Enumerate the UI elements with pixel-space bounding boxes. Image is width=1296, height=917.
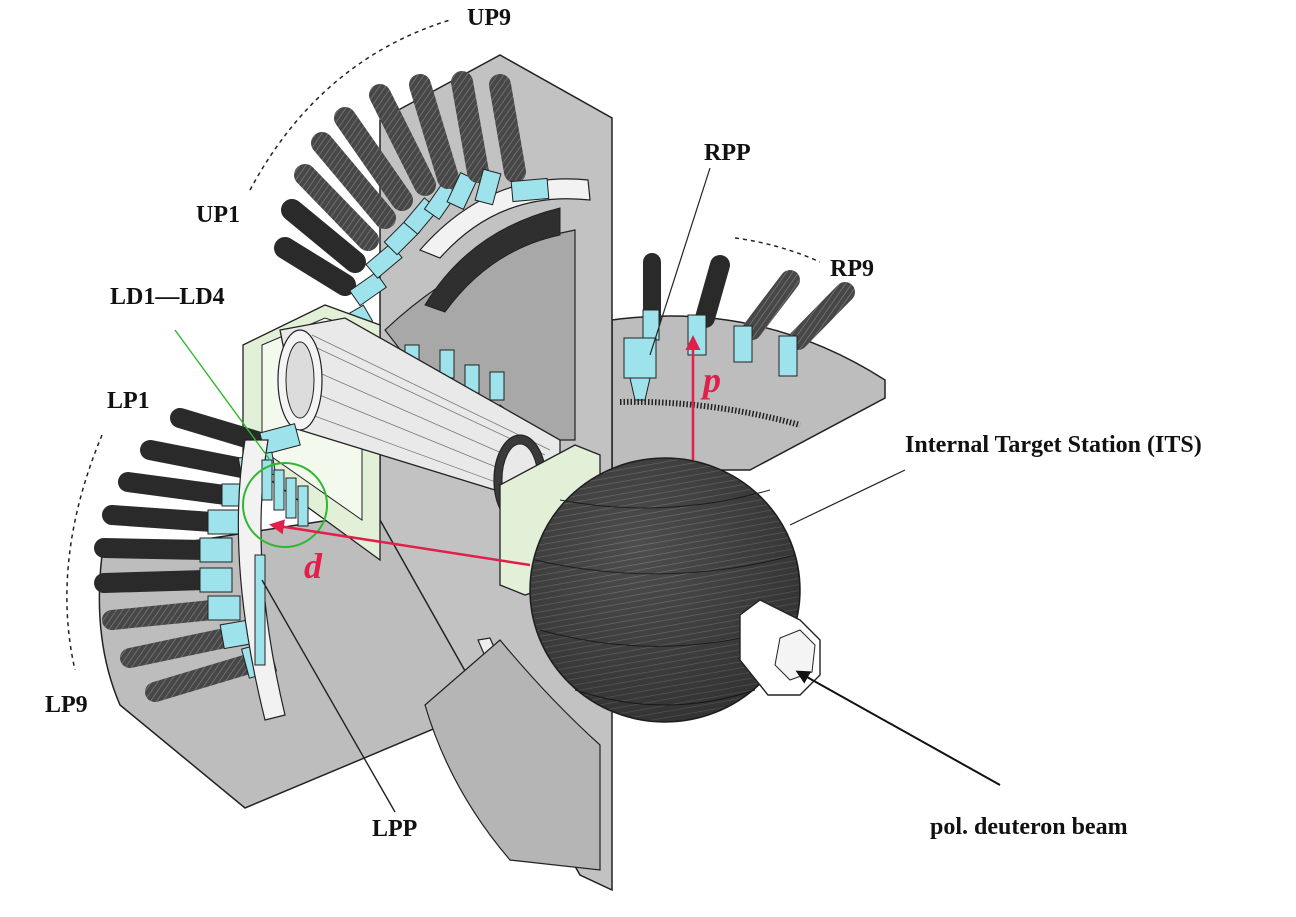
- pmt-lp-1: [170, 408, 301, 455]
- pmt-lp-6: [94, 567, 233, 593]
- pmt-up-9: [489, 74, 550, 203]
- label-lp1: LP1: [107, 388, 150, 414]
- upper-dashed-arc: [249, 19, 451, 191]
- label-its: Internal Target Station (ITS): [905, 432, 1202, 458]
- pmt-lp-5: [94, 537, 233, 563]
- right-pmt-array: [623, 253, 855, 401]
- label-up1: UP1: [196, 202, 240, 228]
- pmt-up-8: [451, 71, 502, 206]
- right-arc-track: [619, 398, 801, 428]
- deuteron-track: [269, 519, 531, 567]
- pmt-up-2: [281, 199, 387, 307]
- lpp-strip: [254, 554, 266, 666]
- upper-inner-arc: [424, 207, 561, 313]
- label-d: d: [304, 546, 323, 586]
- rpp-leader: [649, 167, 711, 356]
- pmt-lp-3: [118, 472, 255, 507]
- ld-highlight-circle: [242, 462, 328, 548]
- label-ld: LD1—LD4: [110, 284, 225, 310]
- left-dashed-arc: [66, 434, 103, 671]
- ld-leader: [174, 329, 271, 461]
- label-beam: pol. deuteron beam: [930, 814, 1128, 840]
- label-rp9: RP9: [830, 256, 874, 282]
- pmt-lp-4: [102, 505, 241, 535]
- pmt-lp-7: [102, 595, 241, 630]
- pmt-rp-3: [733, 270, 800, 363]
- right-dashed-arc: [734, 237, 821, 263]
- pmt-rp-1: [623, 253, 661, 401]
- ld-detectors: [261, 459, 309, 527]
- pmt-rp-4: [778, 282, 855, 377]
- lpp-leader: [261, 579, 396, 813]
- label-lpp: LPP: [372, 816, 417, 842]
- label-p: p: [700, 360, 721, 400]
- upper-pmt-array: [274, 71, 550, 338]
- lower-arc-panel: [424, 639, 601, 871]
- beam-arrow: [795, 670, 1001, 786]
- label-lp9: LP9: [45, 692, 88, 718]
- label-up9: UP9: [467, 5, 511, 31]
- label-rpp: RPP: [704, 140, 751, 166]
- target-sphere-icon: [529, 457, 801, 723]
- its-leader: [789, 469, 906, 526]
